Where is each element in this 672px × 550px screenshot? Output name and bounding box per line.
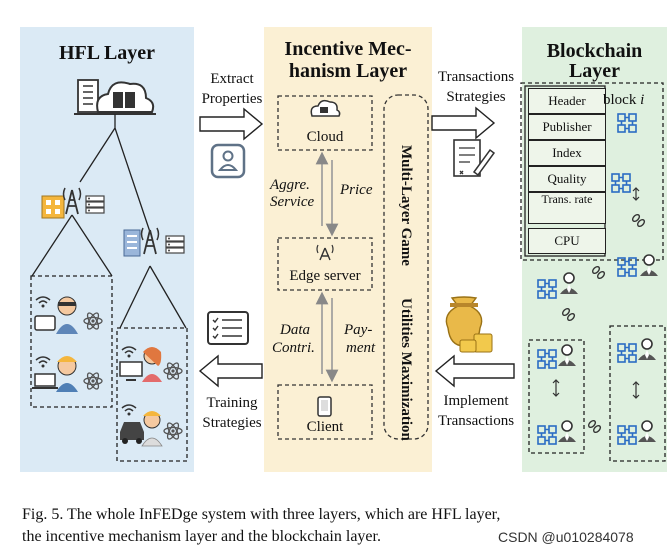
cloud-label: Cloud: [306, 129, 344, 145]
block-index-label: i: [640, 92, 645, 108]
aggre-label-line1: Aggre.: [270, 177, 310, 193]
money-bag-icon: [445, 296, 493, 353]
extract-arrow: [199, 107, 264, 141]
training-label-line1: Training: [206, 395, 258, 411]
price-label: Price: [340, 182, 373, 198]
blockchain-title-line1: Blockchain: [546, 40, 643, 62]
caption-line1: Fig. 5. The whole InFEDge system with th…: [22, 506, 501, 523]
hfl-connection-lines: [31, 114, 187, 329]
edge-server-label: Edge server: [289, 268, 361, 284]
block-outer: [520, 82, 664, 261]
edge-node-left: [41, 187, 105, 219]
block-field-quality: Quality: [528, 166, 606, 192]
cloud-mini-icon: [310, 99, 341, 117]
payment-label-line1: Pay-: [344, 322, 373, 338]
block-label: block: [603, 92, 637, 108]
block-i-label: block i: [603, 92, 644, 109]
block-field-trans-rate: Trans. rate: [528, 192, 606, 224]
multi-layer-game-label: Multi-Layer Game: [398, 145, 414, 266]
block-field-index: Index: [528, 140, 606, 166]
id-card-icon: [210, 143, 246, 179]
game-box: [383, 94, 429, 440]
blockchain-network: [528, 173, 666, 462]
transactions-label-line1: Transactions: [437, 69, 515, 85]
watermark: CSDN @u010284078: [498, 529, 634, 545]
block-field-cpu: CPU: [528, 228, 606, 254]
incentive-title-line2: hanism Layer: [288, 60, 408, 82]
caption-line2: the incentive mechanism layer and the bl…: [22, 528, 381, 545]
client-group-right: [116, 327, 188, 462]
client-group-left: [30, 275, 113, 408]
blockchain-updown-arrows: [552, 187, 640, 399]
edge-node-right: [123, 227, 185, 257]
client-label: Client: [306, 419, 344, 435]
training-label-line2: Strategies: [202, 415, 262, 431]
phone-mini-icon: [317, 396, 332, 417]
data-label-line1: Data: [280, 322, 310, 338]
flow-arrows-vertical: [315, 151, 339, 383]
incentive-panel: [264, 27, 432, 472]
data-label-line2: Contri.: [272, 340, 315, 356]
aggre-label-line2: Service: [270, 194, 315, 210]
training-arrow: [198, 354, 263, 388]
implement-label-line2: Transactions: [437, 413, 515, 429]
implement-arrow: [434, 354, 515, 388]
blockchain-title-line2: Layer: [568, 60, 621, 82]
block-field-header: Header: [528, 88, 606, 114]
payment-label-line2: ment: [346, 340, 376, 356]
implement-label-line1: Implement: [443, 393, 509, 409]
extract-label-line2: Properties: [201, 91, 263, 107]
utilities-maximization-label: Utilities Maximization: [398, 298, 414, 441]
transactions-arrow: [431, 106, 496, 140]
hfl-layer-title: HFL Layer: [58, 42, 156, 64]
cloud-box: [277, 95, 373, 151]
antenna-mini-icon: [316, 244, 334, 261]
checklist-icon: [207, 311, 249, 345]
incentive-title-line1: Incentive Mec-: [284, 38, 412, 60]
client-box: [277, 384, 373, 440]
transactions-label-line2: Strategies: [446, 89, 506, 105]
extract-label-line1: Extract: [210, 71, 254, 87]
block-field-publisher: Publisher: [528, 114, 606, 140]
edge-server-box: [277, 237, 373, 291]
contract-pen-icon: [453, 139, 496, 177]
